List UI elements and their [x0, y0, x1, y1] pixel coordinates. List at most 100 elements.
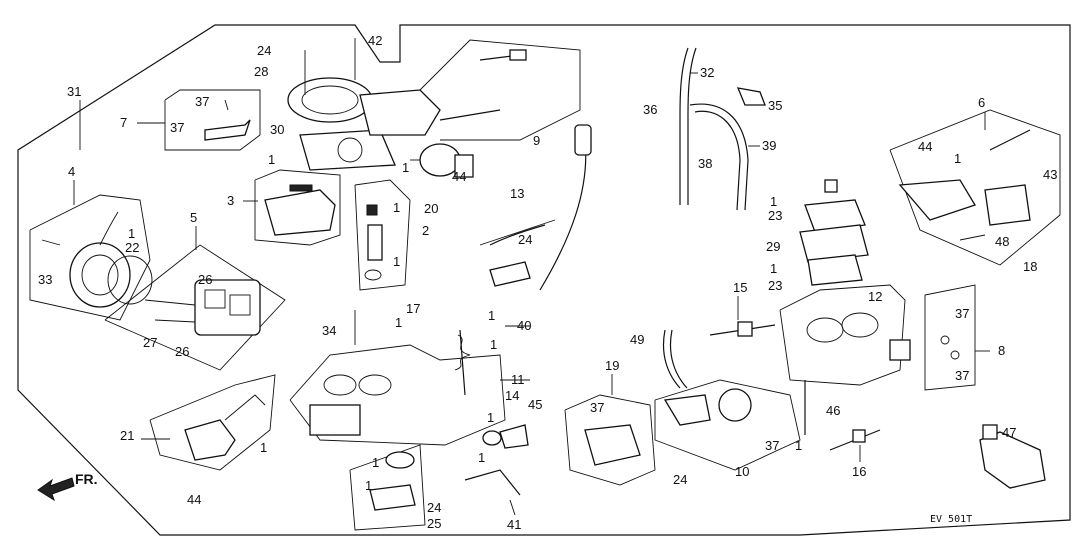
callout-6: 6 — [978, 95, 985, 110]
part-group-3 — [254, 169, 341, 246]
callout-3: 3 — [227, 193, 234, 208]
callout-1n: 1 — [954, 151, 961, 166]
part-group-46-16 — [804, 380, 881, 451]
part-group-41 — [464, 469, 521, 516]
callout-23a: 23 — [768, 208, 782, 223]
hose-group — [679, 47, 766, 211]
part-group-5 — [104, 244, 286, 371]
callout-29: 29 — [766, 239, 780, 254]
callout-42: 42 — [368, 33, 382, 48]
part-group-main-body — [289, 310, 506, 446]
callout-1l: 1 — [365, 478, 372, 493]
part-group-top-cover — [287, 38, 441, 171]
callout-47: 47 — [1002, 425, 1016, 440]
callout-labels: 24 42 28 31 37 7 37 30 1 4 3 5 1 22 33 2… — [38, 33, 1057, 532]
part-group-12 — [779, 284, 911, 386]
callout-22: 22 — [125, 240, 139, 255]
callout-44a: 44 — [452, 169, 466, 184]
callout-12: 12 — [868, 289, 882, 304]
part-group-24-25 — [349, 444, 426, 531]
callout-13: 13 — [510, 186, 524, 201]
callout-24c: 24 — [427, 500, 441, 515]
callout-33: 33 — [38, 272, 52, 287]
leader-lines — [73, 72, 990, 462]
callout-2: 2 — [422, 223, 429, 238]
front-marker: FR. — [75, 471, 98, 487]
part-group-14 — [482, 424, 529, 449]
callout-37d: 37 — [955, 368, 969, 383]
part-group-7 — [164, 89, 261, 151]
callout-1g: 1 — [395, 315, 402, 330]
callout-14: 14 — [505, 388, 519, 403]
callout-1k: 1 — [372, 455, 379, 470]
callout-15: 15 — [733, 280, 747, 295]
callout-39: 39 — [762, 138, 776, 153]
callout-1m: 1 — [478, 450, 485, 465]
callout-25: 25 — [427, 516, 441, 531]
callout-7: 7 — [120, 115, 127, 130]
callout-1b: 1 — [128, 226, 135, 241]
callout-37f: 37 — [765, 438, 779, 453]
part-group-21 — [149, 374, 276, 471]
callout-30: 30 — [270, 122, 284, 137]
callout-41: 41 — [507, 517, 521, 532]
callout-1c: 1 — [393, 200, 400, 215]
part-group-8 — [924, 284, 976, 391]
callout-19: 19 — [605, 358, 619, 373]
callout-37b: 37 — [170, 120, 184, 135]
callout-24a: 24 — [257, 43, 271, 58]
callout-46: 46 — [826, 403, 840, 418]
callout-27: 27 — [143, 335, 157, 350]
callout-1q: 1 — [795, 438, 802, 453]
callout-43: 43 — [1043, 167, 1057, 182]
callout-9: 9 — [533, 133, 540, 148]
callout-23b: 23 — [768, 278, 782, 293]
callout-37e: 37 — [590, 400, 604, 415]
callout-1h: 1 — [490, 337, 497, 352]
drawing-code: EV 501T — [930, 514, 972, 525]
callout-37c: 37 — [955, 306, 969, 321]
part-group-6-18 — [889, 109, 1061, 266]
callout-38: 38 — [698, 156, 712, 171]
callout-1e: 1 — [402, 160, 409, 175]
callout-37a: 37 — [195, 94, 209, 109]
callout-1p: 1 — [770, 261, 777, 276]
callout-45: 45 — [528, 397, 542, 412]
part-group-gaskets — [799, 179, 869, 286]
front-arrow-icon — [37, 477, 75, 502]
callout-17: 17 — [406, 301, 420, 316]
callout-26b: 26 — [175, 344, 189, 359]
callout-8: 8 — [998, 343, 1005, 358]
callout-31: 31 — [67, 84, 81, 99]
callout-35: 35 — [768, 98, 782, 113]
callout-11: 11 — [511, 372, 525, 387]
callout-10: 10 — [735, 464, 749, 479]
callout-48: 48 — [995, 234, 1009, 249]
callout-1a: 1 — [268, 152, 275, 167]
callout-16: 16 — [852, 464, 866, 479]
part-group-10 — [654, 329, 801, 471]
part-group-9 — [419, 39, 581, 141]
callout-4: 4 — [68, 164, 75, 179]
part-group-20 — [410, 143, 474, 178]
callout-24d: 24 — [673, 472, 687, 487]
callout-5: 5 — [190, 210, 197, 225]
callout-1d: 1 — [393, 254, 400, 269]
callout-20: 20 — [424, 201, 438, 216]
callout-1f: 1 — [488, 308, 495, 323]
callout-28: 28 — [254, 64, 268, 79]
callout-49: 49 — [630, 332, 644, 347]
callout-40: 40 — [517, 318, 531, 333]
callout-1j: 1 — [260, 440, 267, 455]
part-group-19 — [564, 394, 656, 486]
callout-18: 18 — [1023, 259, 1037, 274]
callout-26a: 26 — [198, 272, 212, 287]
part-group-47 — [979, 424, 1046, 489]
callout-34: 34 — [322, 323, 336, 338]
callout-32: 32 — [700, 65, 714, 80]
callout-21: 21 — [120, 428, 134, 443]
callout-44c: 44 — [918, 139, 932, 154]
part-group-2 — [354, 179, 411, 291]
callout-44b: 44 — [187, 492, 201, 507]
